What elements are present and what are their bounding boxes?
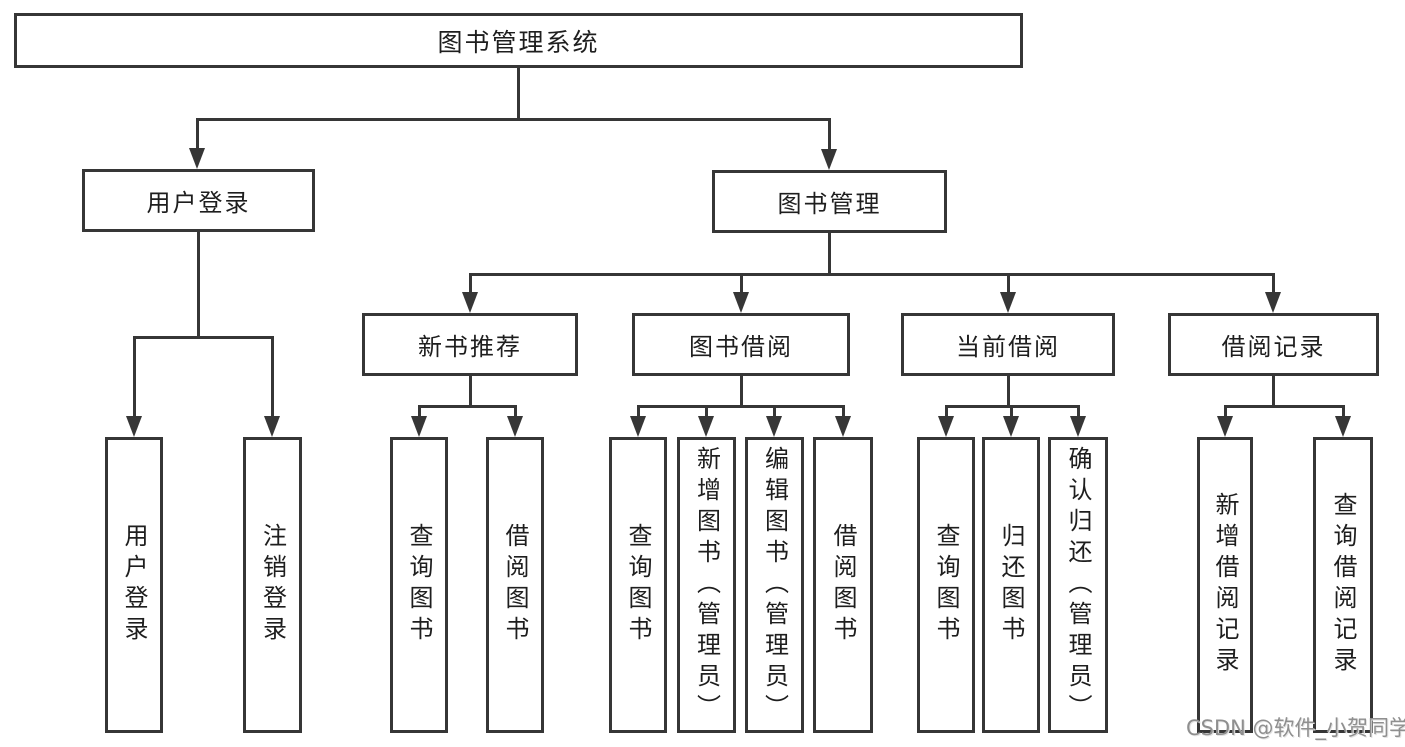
arrow-down-icon: [1335, 416, 1351, 437]
edge-line: [1272, 273, 1275, 293]
arrow-down-icon: [189, 148, 205, 169]
node-label: 确认归还（管理员）: [1064, 445, 1092, 725]
leaf-add-books-admin: 新增图书（管理员）: [677, 437, 736, 733]
leaf-borrow-books-borrowing: 借阅图书: [813, 437, 873, 733]
edge-line: [828, 118, 831, 150]
edge-line: [637, 405, 640, 417]
node-label: 归还图书: [997, 523, 1025, 647]
arrow-down-icon: [1217, 416, 1233, 437]
leaf-query-books-borrowing: 查询图书: [609, 437, 667, 733]
node-label: 图书管理: [777, 190, 882, 218]
edge-line: [469, 376, 472, 408]
edge-line: [740, 273, 743, 293]
edge-line: [1077, 405, 1080, 417]
node-label: 当前借阅: [956, 333, 1060, 361]
edge-line: [1272, 376, 1275, 408]
leaf-logout: 注销登录: [243, 437, 302, 733]
node-borrowing-records: 借阅记录: [1168, 313, 1379, 376]
edge-line: [1342, 405, 1345, 417]
node-label: 借阅图书: [829, 523, 857, 647]
node-book-borrowing: 图书借阅: [632, 313, 850, 376]
edge-line: [842, 405, 845, 417]
leaf-add-borrow-record: 新增借阅记录: [1197, 437, 1253, 733]
arrow-down-icon: [264, 416, 280, 437]
edge-line: [1007, 376, 1010, 408]
arrow-down-icon: [126, 416, 142, 437]
edge-line: [1224, 405, 1227, 417]
node-label: 用户登录: [146, 189, 251, 217]
leaf-query-books-current: 查询图书: [917, 437, 975, 733]
edge-line: [196, 118, 831, 121]
node-book-management: 图书管理: [712, 170, 947, 233]
arrow-down-icon: [1000, 292, 1016, 313]
arrow-down-icon: [507, 416, 523, 437]
node-label: 查询图书: [624, 523, 652, 647]
arrow-down-icon: [462, 292, 478, 313]
leaf-query-books-newbooks: 查询图书: [390, 437, 448, 733]
node-label: 新增借阅记录: [1211, 492, 1239, 678]
edge-line: [133, 336, 136, 417]
edge-line: [705, 405, 708, 417]
edge-line: [773, 405, 776, 417]
arrow-down-icon: [733, 292, 749, 313]
arrow-down-icon: [835, 416, 851, 437]
leaf-return-books: 归还图书: [982, 437, 1040, 733]
arrow-down-icon: [630, 416, 646, 437]
node-label: 查询借阅记录: [1329, 492, 1357, 678]
node-label: 新增图书（管理员）: [692, 445, 721, 725]
node-label: 编辑图书（管理员）: [760, 445, 789, 725]
edge-line: [196, 118, 199, 150]
leaf-edit-books-admin: 编辑图书（管理员）: [745, 437, 804, 733]
arrow-down-icon: [411, 416, 427, 437]
node-label: 用户登录: [120, 523, 148, 647]
node-label: 查询图书: [405, 523, 433, 647]
arrow-down-icon: [938, 416, 954, 437]
node-label: 借阅图书: [501, 523, 529, 647]
edge-line: [1224, 405, 1345, 408]
leaf-user-login: 用户登录: [105, 437, 163, 733]
edge-line: [828, 233, 831, 276]
node-user-login: 用户登录: [82, 169, 315, 232]
node-label: 图书管理系统: [437, 27, 600, 57]
arrow-down-icon: [698, 416, 714, 437]
node-library-management-system: 图书管理系统: [14, 13, 1023, 68]
node-label: 图书借阅: [689, 333, 793, 361]
arrow-down-icon: [1003, 416, 1019, 437]
arrow-down-icon: [821, 149, 837, 170]
edge-line: [418, 405, 421, 417]
leaf-borrow-books-newbooks: 借阅图书: [486, 437, 544, 733]
node-current-borrowing: 当前借阅: [901, 313, 1115, 376]
edge-line: [133, 336, 274, 339]
node-label: 查询图书: [932, 523, 960, 647]
arrow-down-icon: [1265, 292, 1281, 313]
edge-line: [418, 405, 517, 408]
edge-line: [271, 336, 274, 417]
arrow-down-icon: [766, 416, 782, 437]
csdn-watermark: CSDN @软件_小贺同学: [1186, 716, 1405, 740]
edge-line: [945, 405, 948, 417]
edge-line: [740, 376, 743, 408]
edge-line: [197, 232, 200, 336]
edge-line: [1007, 273, 1010, 293]
leaf-query-borrow-record: 查询借阅记录: [1313, 437, 1373, 733]
edge-line: [637, 405, 845, 408]
edge-line: [469, 273, 1275, 276]
edge-line: [517, 68, 520, 118]
edge-line: [1010, 405, 1013, 417]
edge-line: [469, 273, 472, 293]
leaf-confirm-return-admin: 确认归还（管理员）: [1048, 437, 1108, 733]
edge-line: [514, 405, 517, 417]
node-new-book-recommendation: 新书推荐: [362, 313, 578, 376]
node-label: 注销登录: [258, 523, 287, 647]
arrow-down-icon: [1070, 416, 1086, 437]
node-label: 新书推荐: [418, 333, 522, 361]
node-label: 借阅记录: [1221, 333, 1326, 361]
